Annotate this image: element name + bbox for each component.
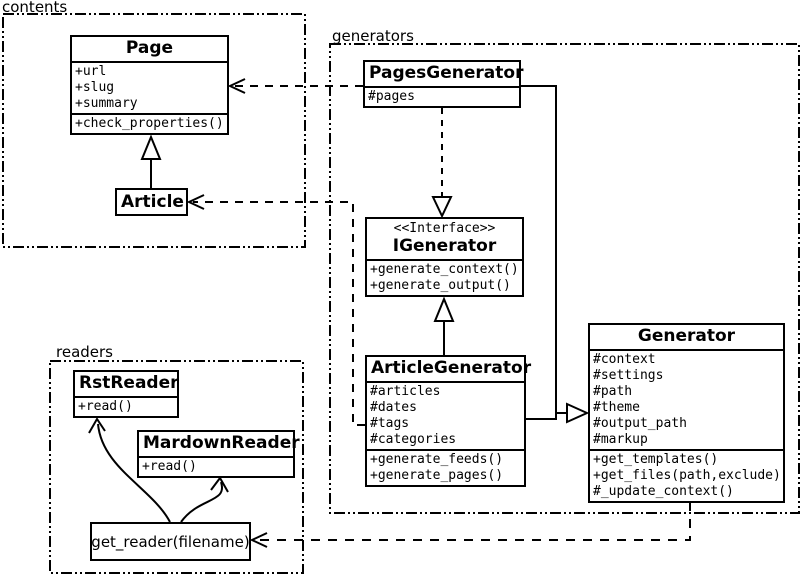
class-pagesgenerator-attributes: #pages	[365, 86, 519, 106]
class-igenerator-stereotype: <<Interface>>	[393, 221, 496, 236]
package-label-contents: contents	[2, 0, 68, 16]
edge-articlegenerator-to-article	[193, 201, 365, 426]
class-igenerator-methods: +generate_context() +generate_output()	[367, 259, 522, 295]
class-page-title: Page	[125, 38, 174, 58]
class-mardownreader-methods: +read()	[139, 456, 293, 476]
class-articlegenerator: ArticleGenerator #articles #dates #tags …	[365, 355, 532, 487]
method: +get_files(path,exclude)	[593, 468, 781, 483]
edge-pagesgenerator-to-generator	[520, 85, 567, 414]
attribute: #context	[593, 352, 656, 367]
arrow-open-article	[186, 194, 205, 210]
method: +check_properties()	[75, 116, 224, 131]
method: +get_templates()	[593, 452, 719, 467]
attribute: #theme	[593, 400, 640, 415]
class-pagesgenerator: PagesGenerator #pages	[363, 60, 524, 108]
class-page-attributes: +url +slug +summary	[72, 61, 227, 113]
edge-getreader-to-rstreader	[97, 423, 171, 523]
edge-generator-to-getreader	[256, 502, 691, 541]
arrow-triangle-igenerator-bottom	[433, 296, 455, 322]
arrow-triangle-page	[140, 134, 162, 160]
method: +read()	[78, 399, 133, 414]
package-readers-border	[49, 360, 304, 574]
package-label-generators: generators	[332, 27, 414, 45]
package-label-readers: readers	[56, 343, 113, 361]
class-igenerator-title: IGenerator	[392, 236, 497, 256]
class-article-title: Article	[121, 192, 184, 212]
function-get-reader: get_reader(filename)	[90, 522, 251, 561]
attribute: #settings	[593, 368, 664, 383]
class-igenerator: <<Interface>> IGenerator +generate_conte…	[365, 217, 524, 297]
class-mardownreader-title: MardownReader	[143, 433, 300, 453]
class-rstreader-title: RstReader	[79, 373, 179, 393]
attribute: #tags	[370, 416, 410, 431]
attribute: +url	[75, 64, 107, 79]
class-mardownreader: MardownReader +read()	[137, 430, 300, 478]
package-generators-border	[329, 43, 800, 514]
arrow-open-getreader	[249, 532, 268, 548]
arrow-triangle-igenerator-top	[431, 196, 453, 219]
method: #_update_context()	[593, 484, 734, 499]
class-rstreader: RstReader +read()	[73, 370, 179, 418]
class-generator-attributes: #context #settings #path #theme #output_…	[590, 349, 783, 449]
class-rstreader-methods: +read()	[75, 396, 177, 416]
attribute: #pages	[368, 89, 415, 104]
class-articlegenerator-attributes: #articles #dates #tags #categories	[367, 381, 524, 449]
package-contents-border	[2, 13, 306, 248]
class-articlegenerator-title: ArticleGenerator	[371, 358, 532, 378]
arrow-triangle-generator	[566, 402, 590, 424]
attribute: +summary	[75, 96, 138, 111]
edge-getreader-to-mardownreader	[180, 481, 224, 523]
class-articlegenerator-methods: +generate_feeds() +generate_pages()	[367, 449, 524, 485]
class-article: Article	[115, 188, 188, 216]
edge-articlegenerator-to-generator	[525, 412, 557, 420]
method: +read()	[142, 459, 197, 474]
arrow-open-page	[227, 78, 246, 94]
arrow-open-rstreader	[88, 417, 106, 434]
method: +generate_context()	[370, 262, 519, 277]
attribute: #markup	[593, 432, 648, 447]
method: +generate_output()	[370, 278, 511, 293]
arrow-open-mardownreader	[210, 476, 229, 493]
method: +generate_feeds()	[370, 452, 504, 467]
class-page-methods: +check_properties()	[72, 113, 227, 133]
class-generator: Generator #context #settings #path #them…	[588, 323, 785, 503]
attribute: +slug	[75, 80, 115, 95]
class-page: Page +url +slug +summary +check_properti…	[70, 35, 229, 135]
class-generator-methods: +get_templates() +get_files(path,exclude…	[590, 449, 783, 501]
attribute: #articles	[370, 384, 441, 399]
attribute: #categories	[370, 432, 457, 447]
method: +generate_pages()	[370, 468, 504, 483]
class-generator-title: Generator	[637, 326, 736, 346]
attribute: #output_path	[593, 416, 687, 431]
class-pagesgenerator-title: PagesGenerator	[369, 63, 524, 83]
attribute: #path	[593, 384, 633, 399]
attribute: #dates	[370, 400, 417, 415]
